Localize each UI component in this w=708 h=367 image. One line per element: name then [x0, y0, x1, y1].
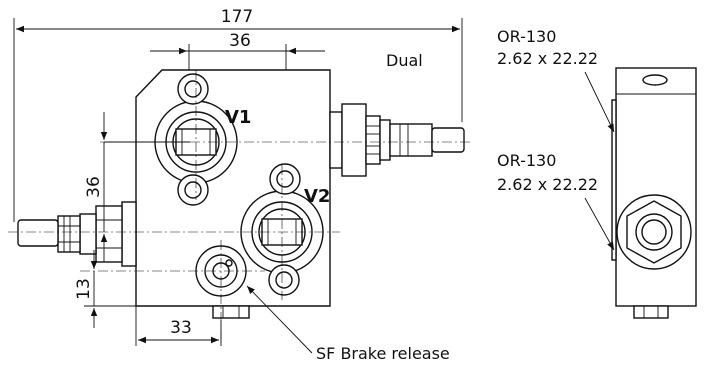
overall-width-dimension: 177	[13, 7, 463, 222]
brake-release-callout: SF Brake release	[246, 285, 450, 363]
seal-upper-code: OR-130	[497, 27, 556, 46]
port-spacing-side-dimension: 36	[84, 112, 190, 262]
seal-upper-size: 2.62 x 22.22	[497, 49, 598, 68]
seal-lower-size: 2.62 x 22.22	[497, 175, 598, 194]
brake-release-port	[195, 245, 250, 319]
overall-width-value: 177	[221, 7, 253, 27]
port-v2-mount-hole-bottom	[268, 264, 300, 296]
variant-label: Dual	[386, 51, 423, 70]
brake-release-label: SF Brake release	[316, 344, 450, 363]
seal-lower-code: OR-130	[497, 151, 556, 170]
port-spacing-side-value: 36	[84, 176, 104, 198]
brake-offset-vertical-dimension: 13	[74, 250, 136, 328]
brake-offset-horizontal-value: 33	[170, 318, 192, 338]
brake-offset-vertical-value: 13	[74, 278, 94, 300]
port-v1-mount-hole-bottom	[177, 174, 209, 206]
v2-cartridge	[17, 201, 137, 267]
seal-callout-lower: OR-130 2.62 x 22.22	[497, 151, 615, 251]
port-v1-label: V1	[225, 107, 251, 128]
brake-offset-horizontal-dimension: 33	[135, 306, 222, 346]
port-v2-mount-hole-top	[269, 163, 301, 195]
port-v1-mount-hole-top	[177, 73, 209, 105]
port-v2-label: V2	[304, 186, 330, 207]
v1-cartridge	[329, 103, 465, 177]
port-spacing-top-value: 36	[229, 31, 251, 51]
seal-callout-upper: OR-130 2.62 x 22.22	[497, 27, 615, 133]
side-view-body	[611, 67, 697, 319]
